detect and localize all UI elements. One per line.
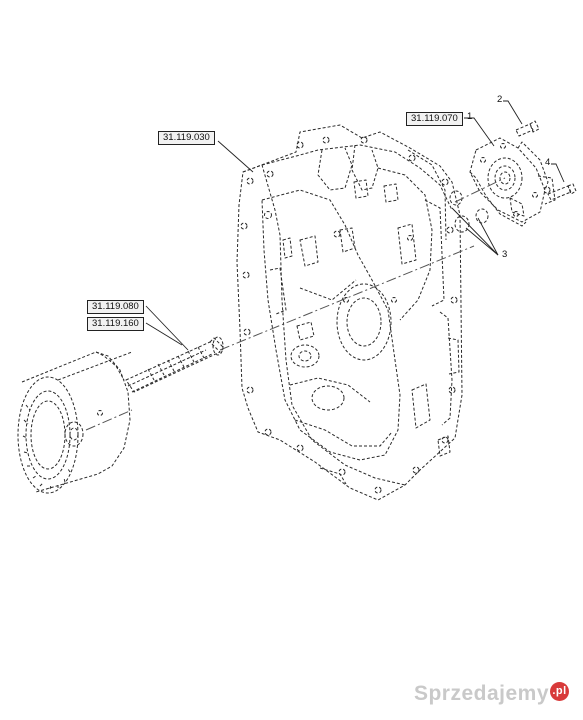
ref-label-shaft-a: 31.119.080 <box>87 300 144 314</box>
callout-2: 2 <box>497 94 503 105</box>
callout-3: 3 <box>502 249 508 260</box>
transmission-housing <box>236 124 463 501</box>
ref-label-cover: 31.119.070 <box>406 112 463 126</box>
screws <box>515 120 577 201</box>
watermark-logo: Sprzedajemy.pl <box>414 682 569 706</box>
input-shaft <box>125 336 225 393</box>
callout-4: 4 <box>545 157 551 168</box>
cover-plate <box>469 137 556 227</box>
watermark-text: Sprzedajemy <box>413 682 549 705</box>
axis-lines <box>85 177 506 431</box>
callout-1: 1 <box>467 111 473 122</box>
leader-lines <box>145 100 565 351</box>
ref-label-housing: 31.119.030 <box>158 131 215 145</box>
watermark-badge: .pl <box>550 682 569 701</box>
o-rings <box>449 190 489 233</box>
ref-label-shaft-b: 31.119.160 <box>87 317 144 331</box>
housing-bolt-holes <box>240 136 458 494</box>
ring-gear-drum <box>17 351 133 494</box>
